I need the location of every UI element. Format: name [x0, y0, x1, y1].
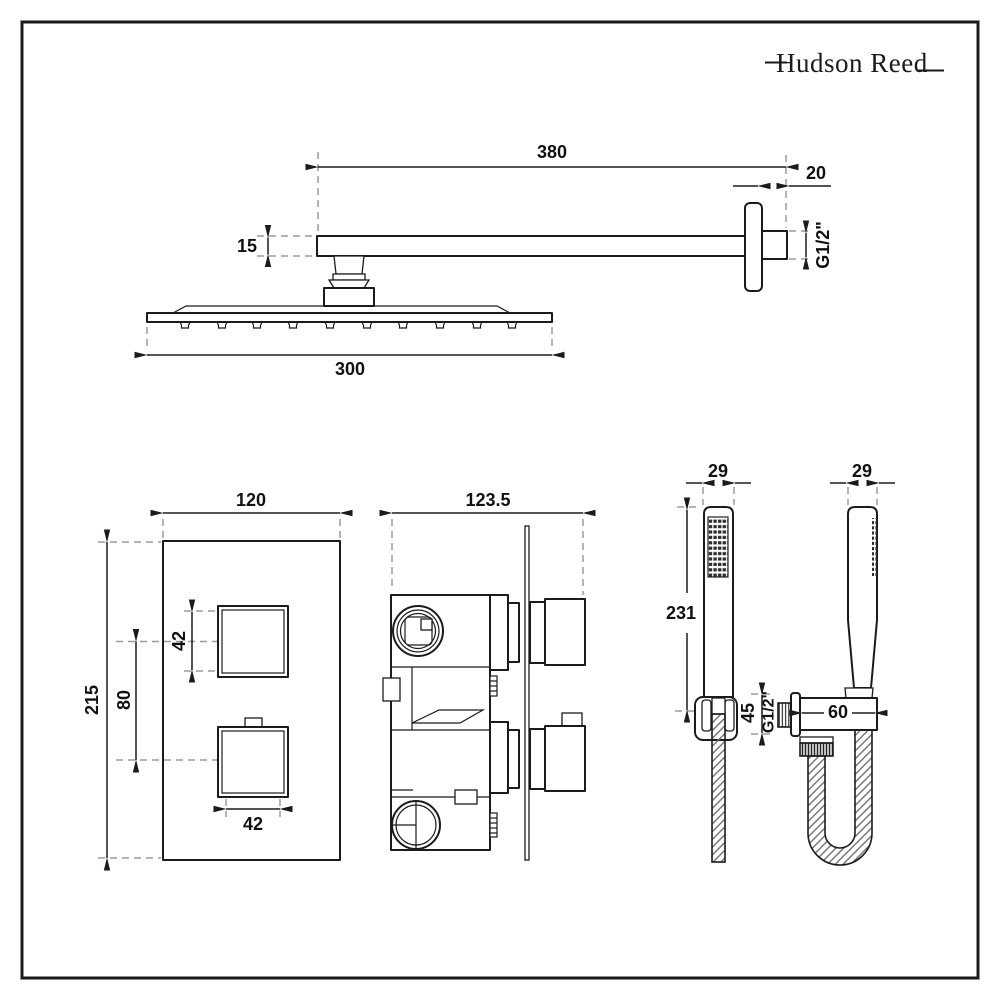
- thread-stub: [761, 230, 788, 260]
- handset-handle-end: [711, 697, 726, 715]
- arm-thread-dim-label: G1/2": [813, 221, 833, 269]
- top-handle-inner: [221, 609, 285, 674]
- inlet-lug: [382, 677, 401, 702]
- valve-depth-dim-label: 123.5: [465, 490, 510, 510]
- top-handle-side: [544, 598, 586, 666]
- top-port-window: [404, 616, 433, 646]
- valve-side-drawing: 123.5: [379, 490, 596, 861]
- bottom-control-stack: [489, 712, 586, 794]
- overhead-arm-drawing: 380 20 15 G1/2": [237, 142, 833, 307]
- bottom-handle-tab-side: [561, 712, 583, 727]
- cartridge-detail: [454, 789, 478, 805]
- handset-hose-nut: [844, 687, 874, 699]
- wall-flange: [744, 202, 763, 292]
- wall-offset-dim-label: 20: [806, 163, 826, 183]
- holder-height-dim-label: 45: [738, 703, 758, 723]
- handle-height-dim-label: 42: [169, 631, 189, 651]
- brand-logo-text: Hudson Reed: [776, 48, 928, 78]
- top-port-ring-inner: [396, 609, 440, 653]
- bottom-handle-side: [544, 725, 586, 792]
- top-port-ring-inner2: [399, 612, 437, 650]
- handle-spacing-dim-label: 80: [114, 690, 134, 710]
- arm-length-dim-label: 380: [537, 142, 567, 162]
- shower-hose-loop: [807, 729, 873, 866]
- top-control-stack: [489, 594, 586, 671]
- bottom-handle-outer: [217, 726, 289, 798]
- handset-front-drawing: 29 231: [666, 461, 751, 863]
- handset-spray-face: [707, 516, 729, 578]
- top-handle-outer: [217, 605, 289, 678]
- outlet-thread-stub: [777, 702, 792, 728]
- valve-faceplate: [162, 540, 341, 861]
- hose-nut-collar: [799, 736, 834, 744]
- shower-head-plate: [146, 312, 553, 323]
- bracket-slot-right: [724, 699, 735, 732]
- handset-length-dim-label: 231: [666, 603, 696, 623]
- shower-hose-front: [711, 713, 726, 863]
- side-rib-connector-top: [489, 675, 498, 697]
- head-connector-ring: [332, 273, 366, 281]
- plate-width-dim-label: 120: [236, 490, 266, 510]
- top-port-notch: [420, 618, 433, 631]
- valve-front-drawing: 120 215 80 42 42: [82, 490, 353, 871]
- arm-thickness-dim-label: 15: [237, 236, 257, 256]
- handset-side-body: [847, 506, 878, 689]
- wall-plate: [524, 525, 530, 861]
- plate-height-dim-label: 215: [82, 685, 102, 715]
- head-connector-neck: [333, 255, 365, 275]
- outlet-thread-dim-label: G1/2": [761, 691, 778, 733]
- handset-side-drawing: 29 45 G1/2" 60: [738, 461, 895, 866]
- shower-arm: [316, 235, 746, 257]
- handset-side-width-dim-label: 29: [852, 461, 872, 481]
- head-top-bevel: [172, 305, 511, 314]
- brand-logo: Hudson Reed: [765, 48, 944, 78]
- top-port-ring: [392, 605, 444, 657]
- bracket-slot-left: [701, 699, 712, 732]
- spray-nozzles: [179, 321, 518, 329]
- overhead-shower-head: 300: [134, 305, 565, 379]
- handset-width-dim-label: 29: [708, 461, 728, 481]
- elbow-length-dim-label: 60: [828, 702, 848, 722]
- hose-knurled-nut: [799, 742, 834, 757]
- handle-width-dim-label: 42: [243, 814, 263, 834]
- diverter-plate: [411, 709, 486, 724]
- handset-side-spray-edge: [872, 518, 877, 576]
- head-connector-flare: [327, 279, 371, 289]
- outlet-elbow-flange: [790, 692, 801, 737]
- head-width-dim-label: 300: [335, 359, 365, 379]
- bottom-handle-inner: [221, 730, 285, 794]
- bottom-handle-tab: [244, 717, 263, 728]
- head-connector-block: [323, 287, 375, 307]
- side-rib-connector-bottom: [489, 812, 498, 838]
